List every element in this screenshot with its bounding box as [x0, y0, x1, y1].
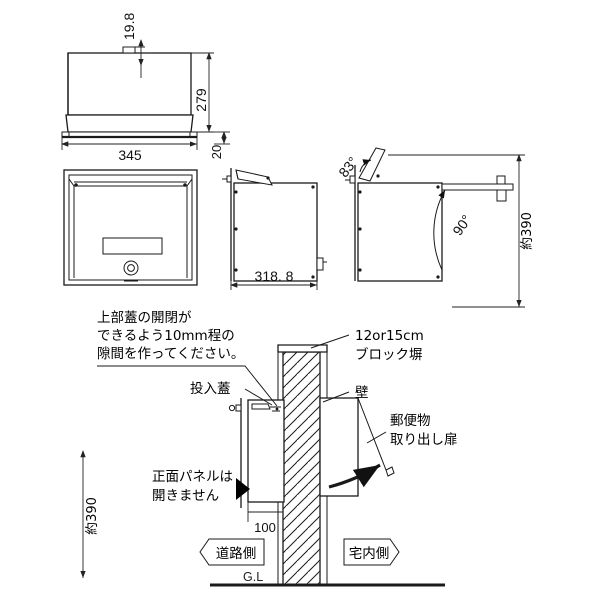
front-panel-note-group: 正面パネルは 開きません: [152, 469, 250, 504]
retrieval-door-label-line1: 郵便物: [390, 413, 431, 429]
front-panel-note-line1: 正面パネルは: [152, 469, 233, 485]
ground-level-label: G.L: [243, 570, 263, 584]
wall-label-group: 壁: [322, 385, 369, 403]
dim-label-20: 20: [209, 145, 224, 159]
clearance-note-line2: できるよう10mm程の: [97, 328, 235, 344]
top-view-feet: [68, 132, 191, 137]
dim-install-height: 約390: [80, 450, 100, 578]
mail-slot-lid-label: 投入蓋: [190, 381, 231, 397]
open-view-bracket: [349, 175, 356, 184]
retrieval-door-leader: [366, 431, 387, 444]
dim-box-protrusion: 100: [247, 502, 284, 535]
mailbox-body-house-side: [319, 397, 359, 497]
open-view-pin-br: [436, 275, 440, 279]
road-side-tag-label: 道路側: [216, 546, 257, 562]
side-view-pin-tl: [234, 190, 238, 194]
clearance-note-line3: 隙間を作ってください。: [97, 346, 244, 362]
dim-label-318-8: 318. 8: [255, 268, 294, 284]
open-view-pin-ml: [358, 227, 362, 231]
clearance-note-group: 上部蓋の開閉が できるよう10mm程の 隙間を作ってください。: [97, 310, 278, 407]
road-side-tag-group: 道路側: [199, 538, 265, 566]
dim-label-100: 100: [254, 520, 276, 535]
front-panel-pointer-triangle: [236, 478, 250, 500]
mail-slot-pin: [275, 407, 279, 411]
side-view-lid-pin: [266, 176, 270, 180]
installation-diagram-group: 100 約390 上部蓋の開閉が できるよう10mm程の 隙間を作ってください。…: [80, 310, 458, 587]
side-view-pin-bl: [234, 268, 238, 272]
dim-label-approx-390-install: 約390: [85, 497, 100, 535]
block-wall-leader: [310, 334, 350, 349]
open-view-lid-pin: [376, 174, 380, 178]
dim-body-height: 279: [191, 52, 214, 133]
block-wall-label-group: 12or15cm ブロック塀: [310, 328, 424, 363]
front-view-group: [63, 169, 198, 286]
open-view-pin-bl: [358, 268, 362, 272]
clearance-note-line1: 上部蓋の開閉が: [97, 310, 192, 326]
open-view-knob-top: [496, 175, 506, 185]
retrieval-door-label-line2: 取り出し扉: [390, 432, 458, 448]
open-view-83-arc: [359, 159, 372, 173]
mailbox-body-road-side: [247, 399, 285, 503]
top-view-lower-band: [65, 114, 194, 133]
house-side-tag-group: 宅内側: [343, 538, 400, 566]
retrieval-door-label-group: 郵便物 取り出し扉: [366, 413, 458, 448]
mail-slot-lid-label-group: 投入蓋: [190, 381, 273, 406]
front-view-side-rails: [73, 186, 188, 278]
side-view-pin-ml: [234, 227, 238, 231]
house-side-tag-label: 宅内側: [349, 546, 390, 562]
dim-label-19-8: 19.8: [121, 13, 137, 40]
front-view-screw-left: [74, 183, 78, 187]
lock-cylinder-inner: [127, 264, 135, 272]
open-view-knob-body: [496, 189, 507, 202]
clearance-note-leader: [97, 365, 278, 407]
house-side-tag-shape: [343, 538, 400, 566]
wall-label: 壁: [355, 385, 369, 401]
top-view-group: 19.8 279 20 345: [61, 13, 230, 163]
mailbox-bracket-pin: [228, 404, 236, 412]
block-wall-label-line1: 12or15cm: [355, 328, 424, 344]
mail-slot-lid-leader: [244, 388, 273, 406]
road-side-tag-shape: [199, 538, 265, 566]
open-view-pin-tr: [436, 185, 440, 189]
block-wall-label-line2: ブロック塀: [355, 346, 423, 363]
mailbox-bracket: [235, 404, 242, 412]
block-wall-cap: [277, 344, 328, 353]
mail-slot-lid: [251, 403, 271, 410]
retrieval-door-open: [357, 397, 387, 471]
side-view-bracket-top: [226, 175, 232, 183]
retrieval-door-swing-arrow: [328, 463, 381, 489]
front-view-screw-right: [183, 183, 187, 187]
open-view-body: [357, 182, 443, 282]
dim-side-depth: 318. 8: [230, 268, 318, 290]
front-view-corner-chamfers: [68, 178, 193, 187]
open-view-group: 83° 90° 約390: [335, 147, 535, 308]
nameplate-slot: [102, 237, 163, 255]
open-view-door-horizontal: [441, 183, 514, 191]
side-view-body: [233, 182, 318, 282]
wall-leader: [322, 391, 350, 403]
front-panel-note-line2: 開きません: [152, 488, 219, 504]
dim-open-total-height: 約390: [388, 154, 535, 308]
side-view-pin-br: [311, 275, 315, 279]
dim-label-279: 279: [193, 88, 209, 112]
top-view-knob: [122, 46, 136, 54]
top-view-body-upper: [67, 52, 192, 116]
dim-label-345: 345: [118, 147, 142, 163]
open-view-top-lid: [358, 147, 386, 182]
side-view-lid-hinge: [235, 169, 239, 180]
open-view-pin-tl: [358, 190, 362, 194]
dim-base-height: 20: [209, 131, 230, 159]
dim-knob-height: 19.8: [121, 13, 152, 78]
side-view-pin-tr: [311, 185, 315, 189]
side-view-latch: [316, 257, 324, 271]
block-wall-hatch: [283, 352, 320, 585]
side-view-group: 318. 8: [222, 168, 327, 290]
retrieval-door-handle: [385, 466, 395, 477]
dim-label-approx-390-open: 約390: [520, 212, 535, 250]
dim-top-width: 345: [61, 137, 198, 163]
open-view-90-arc: [433, 189, 446, 271]
